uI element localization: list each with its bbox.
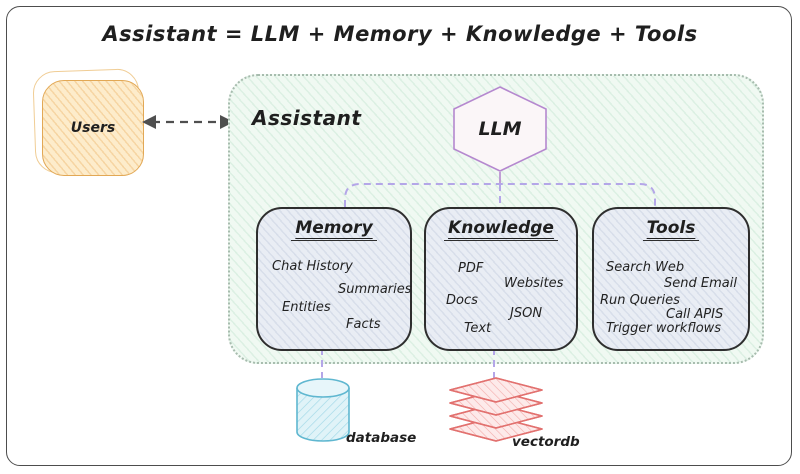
memory-item: Entities bbox=[282, 300, 331, 315]
vectordb-label: vectordb bbox=[512, 434, 580, 450]
knowledge-item: PDF bbox=[458, 261, 484, 276]
knowledge-item: Websites bbox=[504, 276, 564, 291]
knowledge-item: Docs bbox=[446, 293, 478, 308]
memory-item: Summaries bbox=[338, 282, 412, 297]
diagram-title: Assistant = LLM + Memory + Knowledge + T… bbox=[102, 22, 698, 46]
knowledge-item: Text bbox=[464, 321, 492, 336]
tools-title: Tools bbox=[594, 218, 748, 241]
tools-item: Run Queries bbox=[600, 293, 680, 308]
memory-item: Chat History bbox=[272, 259, 353, 274]
database-cylinder-icon bbox=[296, 378, 350, 442]
llm-hexagon-icon bbox=[453, 86, 547, 172]
users-node: Users bbox=[42, 80, 144, 176]
llm-label: LLM bbox=[478, 118, 522, 140]
outer-frame bbox=[6, 6, 792, 466]
knowledge-node: Knowledge PDF Websites Docs JSON Text bbox=[424, 207, 578, 351]
tools-node: Tools Search Web Send Email Run Queries … bbox=[592, 207, 750, 351]
assistant-label: Assistant bbox=[252, 106, 362, 130]
users-label: Users bbox=[70, 120, 116, 136]
knowledge-item: JSON bbox=[510, 306, 543, 321]
tools-item: Search Web bbox=[606, 260, 685, 275]
memory-node: Memory Chat History Summaries Entities F… bbox=[256, 207, 412, 351]
knowledge-title: Knowledge bbox=[426, 218, 576, 241]
memory-title: Memory bbox=[258, 218, 410, 241]
tools-item: Call APIS bbox=[666, 307, 724, 322]
database-label: database bbox=[346, 430, 417, 446]
memory-item: Facts bbox=[346, 317, 381, 332]
vectordb-stack-icon bbox=[449, 377, 543, 442]
tools-item: Send Email bbox=[664, 276, 737, 291]
tools-item: Trigger workflows bbox=[606, 321, 722, 336]
